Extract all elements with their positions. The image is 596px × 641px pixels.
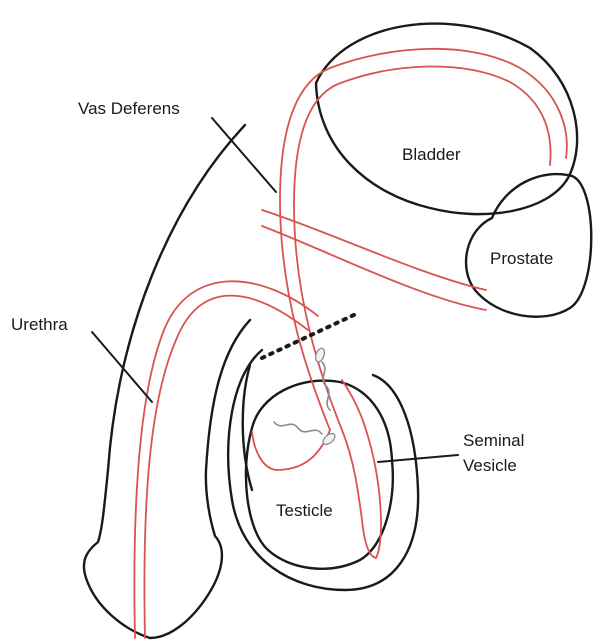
scrotum-inner-outline <box>243 365 252 490</box>
prostate-label: Prostate <box>490 249 553 268</box>
testicle-outline <box>246 381 393 569</box>
testicle-label: Testicle <box>276 501 333 520</box>
scrotum-outline <box>228 350 418 590</box>
bladder-label: Bladder <box>402 145 461 164</box>
vas-deferens-outer <box>280 49 567 430</box>
prostate-outline <box>466 174 591 317</box>
seminal-vesicle-label-line1: Seminal <box>463 431 524 450</box>
vas-to-testicle-left <box>252 430 330 470</box>
bladder-outline <box>316 24 577 215</box>
vas-deferens-leader <box>212 118 276 192</box>
dotted-separator <box>262 314 356 358</box>
urethra-leader <box>92 332 152 402</box>
vas-deferens-label: Vas Deferens <box>78 99 180 118</box>
urethra-duct-left <box>144 296 308 638</box>
urethra-label: Urethra <box>11 315 68 334</box>
penis-outline <box>84 125 250 638</box>
seminal-vesicle-label-line2: Vesicle <box>463 456 517 475</box>
sperm-cell-1 <box>314 347 330 410</box>
seminal-vesicle-leader <box>378 455 458 462</box>
urethra-duct-right <box>134 281 318 638</box>
